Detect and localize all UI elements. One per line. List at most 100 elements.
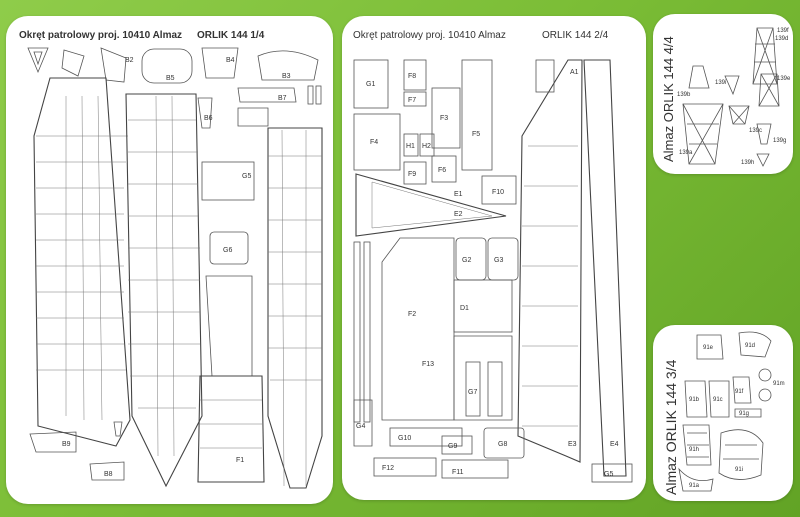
- label-139b: 139b: [677, 92, 691, 98]
- part-91g-outline: [734, 408, 762, 418]
- radar-d: [756, 123, 772, 145]
- mast-lattice-a: [752, 27, 778, 85]
- sheet2-title: Okręt patrolowy proj. 10410 Almaz: [353, 30, 506, 41]
- part-91d-outline: [738, 331, 772, 358]
- fret-sheet-4: Almaz ORLIK 144 4/4 139d 139e 139b 139c …: [653, 14, 793, 174]
- sheet1-title: Okręt patrolowy proj. 10410 Almaz: [19, 30, 183, 41]
- part-g7-outline: [465, 361, 481, 417]
- sheet1-parts-drawing: B2 B4 B5 B3 B6 B7 G5 G6 F1 B9 B8: [27, 47, 323, 489]
- part-b9-outline: [29, 431, 77, 453]
- label-h2: H2: [422, 143, 431, 150]
- label-b8: B8: [104, 471, 113, 478]
- part-91i-outline: [718, 429, 764, 480]
- part-d1-outline: [453, 279, 513, 333]
- label-a1: A1: [570, 69, 579, 76]
- part-f7-outline: [403, 91, 427, 107]
- label-b7: B7: [278, 95, 287, 102]
- fret-sheet-3: Almaz ORLIK 144 3/4 91e 91d 91b 91c 91f …: [653, 325, 793, 501]
- label-139e: 139e: [777, 76, 791, 82]
- port-circle-a: [758, 368, 772, 382]
- part-strip: [307, 85, 314, 105]
- part-b3-outline: [257, 50, 319, 81]
- part-h1-outline: [403, 133, 419, 157]
- label-b3: B3: [282, 73, 291, 80]
- label-91f: 91f: [735, 389, 744, 395]
- part-91h-outline: [682, 424, 712, 466]
- part-g1-outline: [353, 59, 389, 109]
- part-g8-outline: [483, 427, 525, 459]
- part-g10-outline: [389, 427, 463, 447]
- radar-c: [728, 105, 750, 125]
- label-e1: E1: [454, 191, 463, 198]
- label-b4: B4: [226, 57, 235, 64]
- label-139g: 139g: [773, 138, 786, 144]
- label-f12: F12: [382, 465, 394, 472]
- sheet2-parts-drawing: G1 F8 F7 F3 F4 H1 H2 F5 F6 F9 F10 E1 E2 …: [353, 59, 633, 483]
- label-e4: E4: [610, 441, 619, 448]
- label-91e: 91e: [703, 345, 714, 351]
- label-f10: F10: [492, 189, 504, 196]
- label-g8: G8: [498, 441, 507, 448]
- label-b9: B9: [62, 441, 71, 448]
- label-139a: 139a: [679, 150, 693, 156]
- label-f2: F2: [408, 311, 416, 318]
- part-f11-outline: [441, 459, 509, 479]
- label-g4: G4: [356, 423, 365, 430]
- label-g5: G5: [242, 173, 251, 180]
- label-g10: G10: [398, 435, 411, 442]
- label-f7: F7: [408, 97, 416, 104]
- part-91e-outline: [696, 334, 724, 360]
- bow-plate: [355, 173, 507, 237]
- part-b8-outline: [89, 461, 125, 481]
- part-f13-outline: [453, 335, 513, 421]
- part-frame: [205, 275, 253, 377]
- label-g2: G2: [462, 257, 471, 264]
- part-f4-outline: [353, 113, 401, 171]
- part-g5-outline: [591, 463, 633, 483]
- deck-right: [267, 127, 323, 489]
- label-g9: G9: [448, 443, 457, 450]
- label-b2: B2: [125, 57, 134, 64]
- hull-side-b: [583, 59, 627, 477]
- label-d1: D1: [460, 305, 469, 312]
- part-strip2: [315, 85, 322, 105]
- sheet1-subtitle: ORLIK 144 1/4: [197, 30, 265, 41]
- part-f5-outline: [461, 59, 493, 171]
- sheet4-parts-drawing: 139d 139e 139b 139c 139f 139g 139h 139a …: [677, 27, 791, 167]
- label-h1: H1: [406, 143, 415, 150]
- label-f9: F9: [408, 171, 416, 178]
- label-f3: F3: [440, 115, 448, 122]
- sheet3-parts-drawing: 91e 91d 91b 91c 91f 91m 91g 91h 91i 91a: [678, 331, 785, 492]
- radar-a: [688, 65, 710, 89]
- part-91b-outline: [684, 380, 708, 418]
- label-g1: G1: [366, 81, 375, 88]
- label-f4: F4: [370, 139, 378, 146]
- part-f8-outline: [403, 59, 427, 91]
- small-part: [756, 153, 770, 167]
- part-g6-outline: [209, 231, 249, 265]
- part-g8b: [535, 59, 555, 93]
- label-f6: F6: [438, 167, 446, 174]
- deck-left: [33, 77, 131, 447]
- label-139i: 139i: [715, 80, 726, 86]
- part-f9-outline: [403, 161, 427, 185]
- part-f12-outline: [373, 457, 437, 477]
- hull-side-a: [517, 59, 583, 463]
- label-139c: 139c: [749, 128, 762, 134]
- part-91c-outline: [708, 380, 730, 418]
- fret-sheet-2: Okręt patrolowy proj. 10410 Almaz ORLIK …: [342, 16, 646, 500]
- label-139d: 139d: [775, 36, 788, 42]
- label-91c: 91c: [713, 397, 723, 403]
- label-g6: G6: [223, 247, 232, 254]
- label-b5: B5: [166, 75, 175, 82]
- port-circle-b: [758, 388, 772, 402]
- part-f6-outline: [431, 155, 457, 183]
- part-f2-outline: [381, 237, 455, 421]
- part-g5-outline: [201, 161, 255, 201]
- label-b6: B6: [204, 115, 213, 122]
- part-f1-outline: [197, 375, 265, 483]
- label-e2: E2: [454, 211, 463, 218]
- label-91g: 91g: [739, 411, 749, 417]
- part-h2-outline: [419, 133, 435, 157]
- label-91a: 91a: [689, 483, 700, 489]
